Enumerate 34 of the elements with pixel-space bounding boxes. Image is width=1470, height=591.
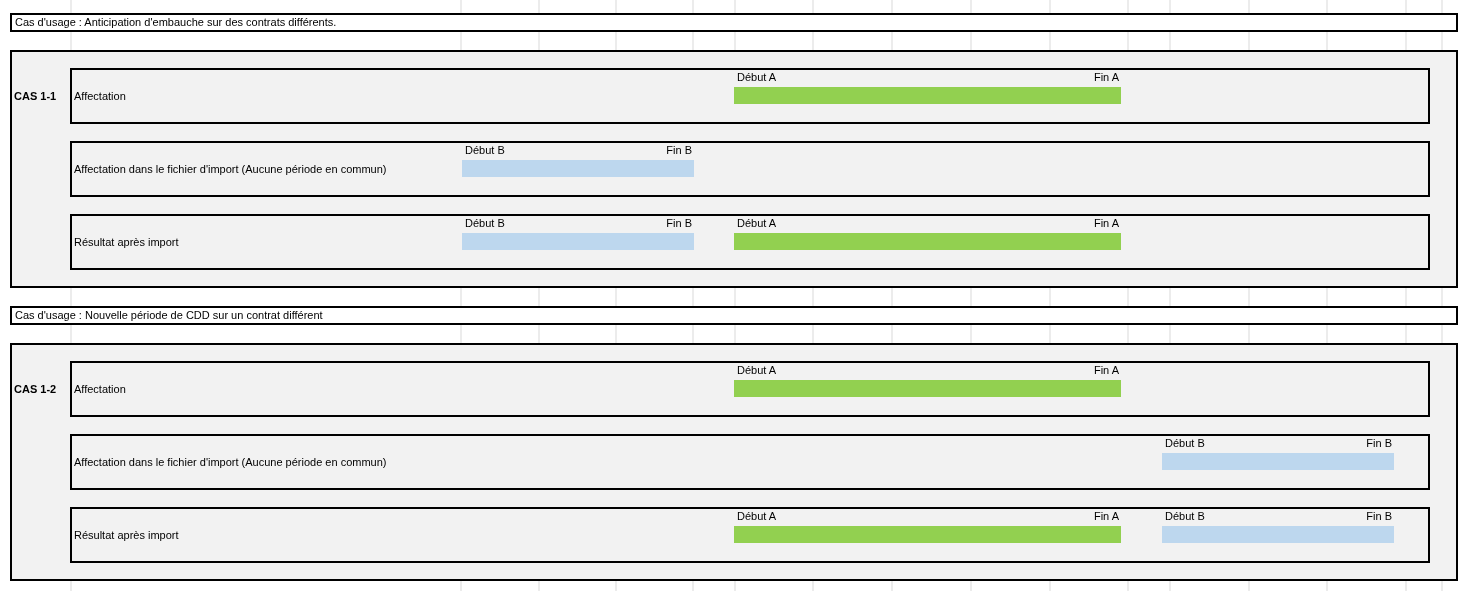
row-label: Affectation dans le fichier d'import (Aucune période en commun) bbox=[74, 163, 387, 176]
period-end-label: Fin A bbox=[1093, 510, 1119, 523]
case-label: CAS 1-1 bbox=[14, 90, 57, 103]
period-end-label: Fin B bbox=[1366, 437, 1392, 450]
row-label: Affectation bbox=[74, 90, 126, 103]
period-end-label: Fin A bbox=[1093, 364, 1119, 377]
period-end-label: Fin A bbox=[1093, 217, 1119, 230]
timeline-row bbox=[70, 68, 1430, 124]
period-start-label: Début A bbox=[737, 217, 777, 230]
timeline-row bbox=[70, 141, 1430, 197]
period-end-label: Fin B bbox=[666, 217, 692, 230]
row-label: Affectation dans le fichier d'import (Aucune période en commun) bbox=[74, 456, 387, 469]
row-label: Affectation bbox=[74, 383, 126, 396]
row-label: Résultat après import bbox=[74, 529, 179, 542]
row-label: Résultat après import bbox=[74, 236, 179, 249]
period-end-label: Fin B bbox=[666, 144, 692, 157]
timeline-row bbox=[70, 434, 1430, 490]
case-panel bbox=[10, 343, 1458, 581]
period-start-label: Début B bbox=[1165, 510, 1205, 523]
use-case-title: Cas d'usage : Nouvelle période de CDD sur un contrat différent bbox=[10, 306, 1458, 325]
timeline-row bbox=[70, 507, 1430, 563]
timeline-row bbox=[70, 214, 1430, 270]
timeline-row bbox=[70, 361, 1430, 417]
case-panel bbox=[10, 50, 1458, 288]
period-start-label: Début B bbox=[465, 144, 505, 157]
case-label: CAS 1-2 bbox=[14, 383, 57, 396]
use-case-title: Cas d'usage : Anticipation d'embauche sur des contrats différents. bbox=[10, 13, 1458, 32]
period-start-label: Début A bbox=[737, 510, 777, 523]
period-start-label: Début A bbox=[737, 364, 777, 377]
period-start-label: Début A bbox=[737, 71, 777, 84]
period-start-label: Début B bbox=[465, 217, 505, 230]
period-end-label: Fin A bbox=[1093, 71, 1119, 84]
period-end-label: Fin B bbox=[1366, 510, 1392, 523]
period-start-label: Début B bbox=[1165, 437, 1205, 450]
